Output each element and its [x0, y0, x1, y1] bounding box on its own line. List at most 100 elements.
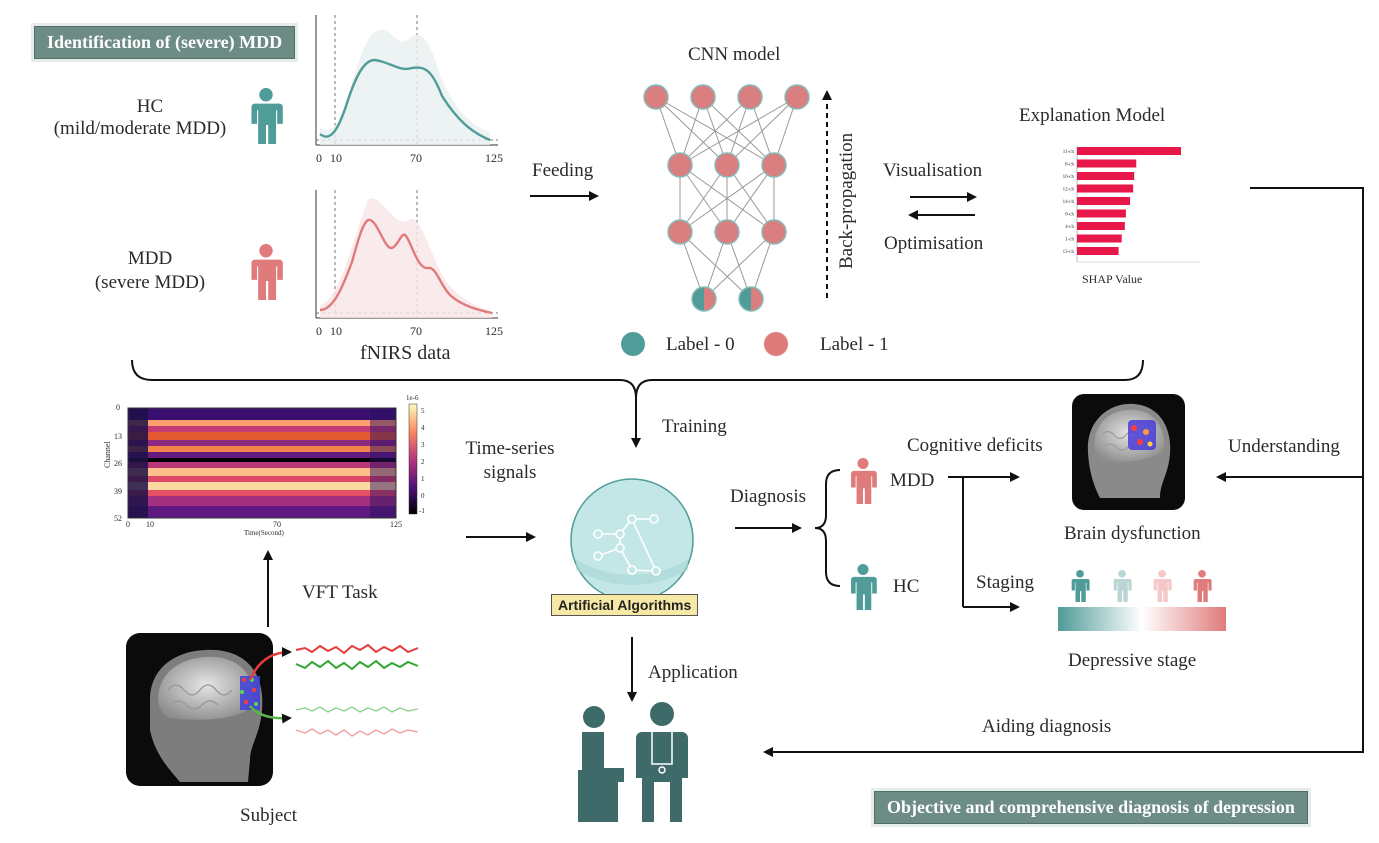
mdd-subtitle: (severe MDD)	[94, 272, 206, 293]
stage2-person-icon	[1113, 570, 1132, 602]
cbar-tick-0: 0	[421, 492, 425, 500]
cognitive-label: Cognitive deficits	[907, 435, 1043, 456]
shap-channel-label: 10-ch	[1063, 175, 1075, 180]
hm-xtick-125: 125	[390, 520, 402, 529]
mdd-tick-70: 70	[410, 324, 422, 338]
cnn-output-nodes	[691, 286, 764, 312]
stage1-person-icon	[1071, 570, 1090, 602]
cnn-network	[655, 96, 798, 300]
shap-bar	[1077, 209, 1126, 218]
mdd-tick-125: 125	[485, 324, 503, 338]
brain-dysfunction-image	[1072, 394, 1185, 510]
top-banner: Identification of (severe) MDD	[34, 26, 296, 59]
cbar-tick-neg1: -1	[419, 507, 425, 515]
depressive-stage-label: Depressive stage	[1068, 650, 1197, 671]
hm-ytick-52: 52	[114, 514, 122, 523]
mdd-tick-10: 10	[330, 324, 342, 338]
hm-ytick-0: 0	[116, 403, 120, 412]
hm-ylabel: Channel	[103, 441, 112, 468]
staging-label: Staging	[976, 572, 1035, 593]
mdd-fnirs-plot	[315, 190, 498, 319]
hc-subtitle: (mild/moderate MDD)	[53, 118, 227, 139]
hc-tick-10: 10	[330, 151, 342, 165]
timeseries-label-2: signals	[483, 462, 537, 483]
cnn-nodes	[643, 84, 810, 245]
patient-icon	[578, 706, 624, 822]
hm-xtick-10: 10	[146, 520, 154, 529]
diagnosis-bracket	[814, 469, 841, 587]
heatmap	[127, 403, 418, 519]
bottom-banner: Objective and comprehensive diagnosis of…	[874, 791, 1308, 824]
timeseries-label-1: Time-series	[465, 438, 555, 459]
subject-head-image	[126, 633, 273, 786]
subject-label: Subject	[240, 805, 297, 826]
cbar-tick-2: 2	[421, 458, 425, 466]
backprop-label: Back-propagation	[836, 132, 857, 269]
shap-channel-label: 11-ch	[1063, 150, 1075, 155]
training-label: Training	[662, 416, 727, 437]
shap-bar	[1077, 197, 1131, 205]
shap-channel-label: 13-ch	[1063, 250, 1075, 255]
optimisation-label: Optimisation	[884, 233, 984, 254]
feeding-label: Feeding	[532, 160, 594, 181]
hc-person-icon	[251, 88, 283, 144]
vft-label: VFT Task	[302, 582, 378, 603]
aiding-label: Aiding diagnosis	[982, 716, 1112, 737]
shap-bar	[1077, 222, 1125, 230]
diag-hc-person-icon	[851, 564, 877, 610]
hm-ytick-13: 13	[114, 432, 122, 441]
diagnosis-label: Diagnosis	[730, 486, 806, 507]
shap-bar	[1077, 234, 1122, 243]
brain-dysfunction-label: Brain dysfunction	[1064, 523, 1201, 544]
cbar-tick-4: 4	[421, 424, 425, 432]
hm-xlabel: Time(Second)	[244, 529, 284, 537]
cbar-title: 1e-6	[406, 394, 419, 402]
label0-text: Label - 0	[666, 334, 735, 355]
hc-fnirs-plot	[315, 15, 498, 146]
shap-channel-label: 1-ch	[1065, 238, 1074, 243]
hm-xtick-70: 70	[273, 520, 281, 529]
label1-text: Label - 1	[820, 334, 889, 355]
hc-title: HC	[136, 96, 164, 117]
algorithms-label: Artificial Algorithms	[551, 594, 699, 616]
mdd-person-icon	[251, 244, 283, 300]
cbar-tick-1: 1	[421, 475, 425, 483]
understanding-label: Understanding	[1228, 436, 1340, 457]
raw-signal-traces	[295, 643, 419, 737]
algorithm-sphere	[570, 478, 694, 602]
hc-tick-125: 125	[485, 151, 503, 165]
label1-dot	[764, 332, 788, 356]
hm-xtick-0: 0	[126, 520, 130, 529]
label0-dot	[621, 332, 645, 356]
shap-bar-chart: 11-ch8-ch10-ch12-ch14-ch0-ch4-ch1-ch13-c…	[1063, 147, 1181, 255]
shap-bar	[1077, 147, 1181, 155]
mdd-title: MDD	[127, 248, 173, 269]
shap-channel-label: 8-ch	[1065, 163, 1074, 168]
diag-mdd-label: MDD	[890, 470, 935, 491]
shap-channel-label: 4-ch	[1065, 225, 1074, 230]
diag-mdd-person-icon	[851, 458, 877, 504]
shap-channel-label: 12-ch	[1063, 188, 1075, 193]
shap-bar	[1077, 172, 1135, 180]
doctor-icon	[636, 702, 688, 822]
hc-tick-0: 0	[316, 151, 322, 165]
shap-bar	[1077, 247, 1119, 255]
shap-bar	[1077, 159, 1137, 168]
visualisation-label: Visualisation	[883, 160, 983, 181]
fnirs-label: fNIRS data	[360, 342, 451, 364]
shap-xlabel: SHAP Value	[1082, 272, 1143, 286]
cnn-title: CNN model	[688, 44, 781, 65]
stage4-person-icon	[1193, 570, 1212, 602]
cbar-tick-5: 5	[421, 407, 425, 415]
shap-bar	[1077, 184, 1134, 193]
stage3-person-icon	[1153, 570, 1172, 602]
explanation-title: Explanation Model	[1019, 105, 1166, 126]
hm-ytick-39: 39	[114, 487, 122, 496]
stage-gradient-bar	[1058, 607, 1226, 631]
shap-channel-label: 0-ch	[1065, 213, 1074, 218]
mdd-tick-0: 0	[316, 324, 322, 338]
cbar-tick-3: 3	[421, 441, 425, 449]
curly-bracket	[131, 359, 1144, 399]
diag-hc-label: HC	[893, 576, 920, 597]
